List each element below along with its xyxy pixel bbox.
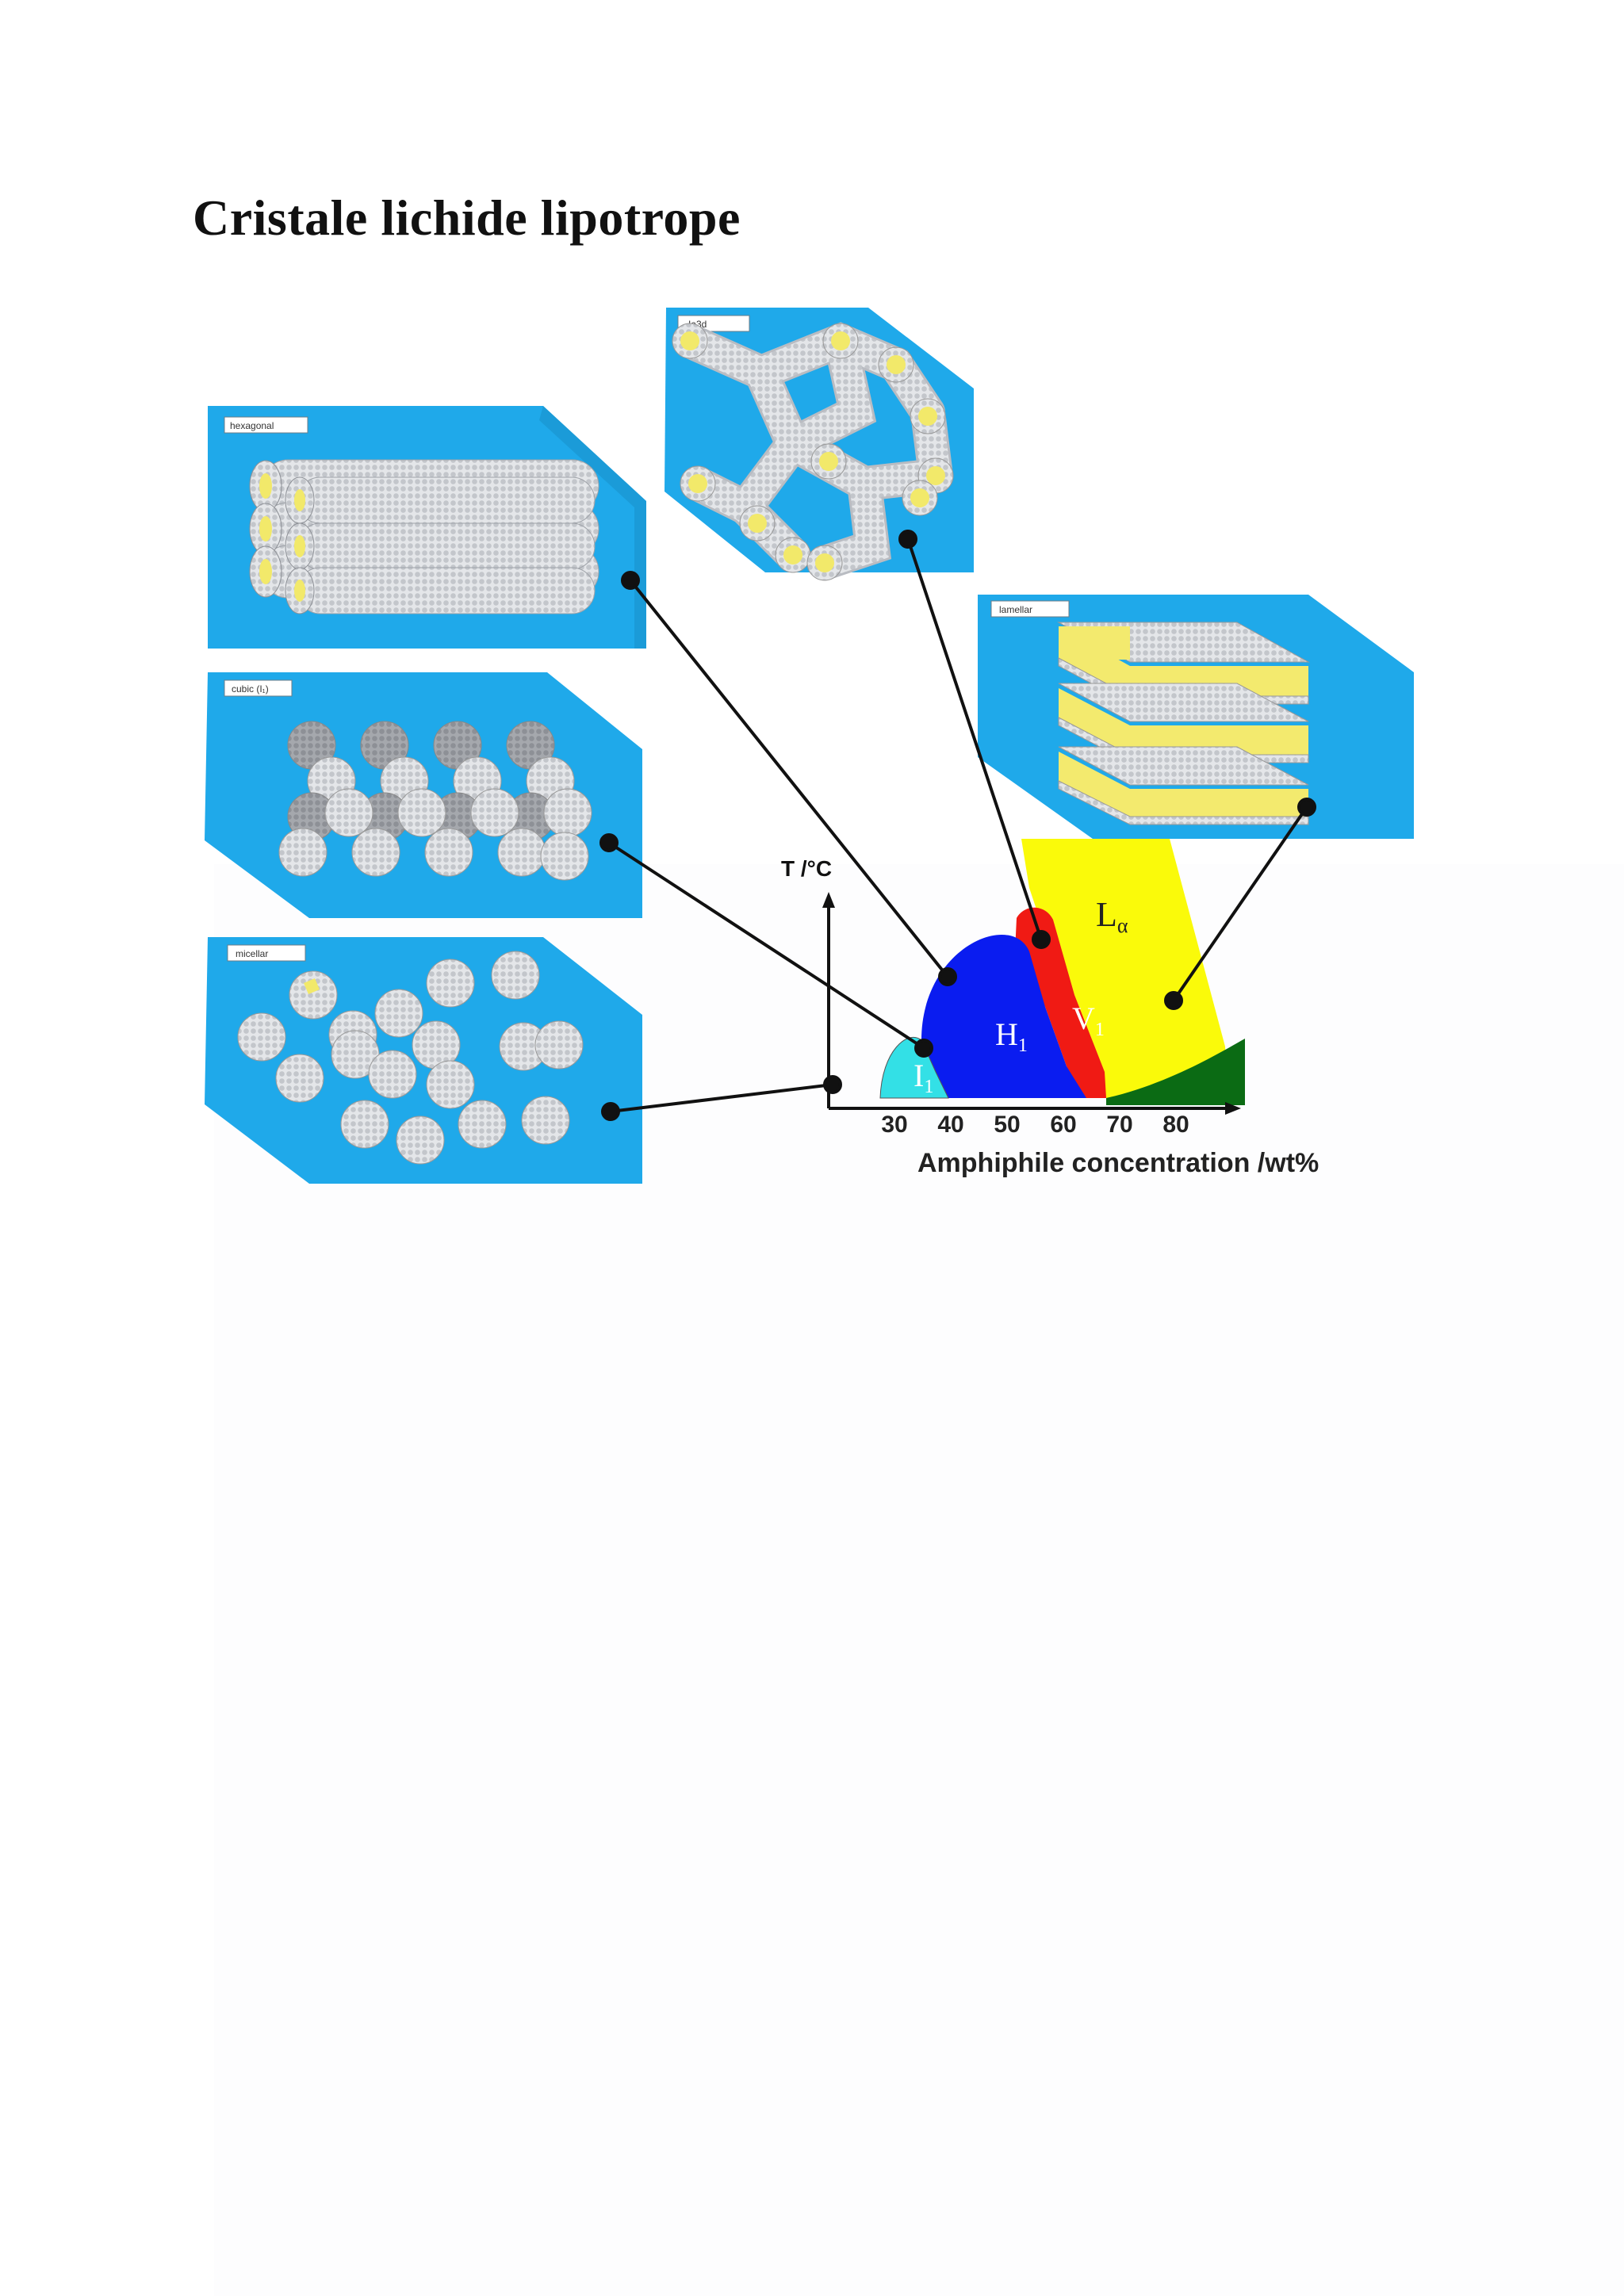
phase-region-la	[1021, 839, 1229, 1098]
gyroid-network	[672, 322, 953, 580]
lamellar-bilayer-stack	[1057, 622, 1310, 825]
y-axis-label: T /°C	[781, 856, 832, 881]
region-label-h1: H1	[995, 1016, 1028, 1056]
connector-micellar	[601, 1075, 842, 1121]
gyroid-channel-ends	[672, 323, 954, 581]
micelles	[237, 951, 584, 1165]
x-tick-70: 70	[1106, 1112, 1132, 1138]
connector-ia3d	[898, 530, 1051, 949]
cubic-label-text: cubic (I₁)	[232, 683, 269, 695]
phase-region-v1	[1015, 907, 1106, 1098]
x-tick-50: 50	[994, 1112, 1020, 1138]
hexagonal-label-text: hexagonal	[230, 420, 274, 431]
cubic-label: cubic (I₁)	[224, 679, 293, 697]
lamellar-label: lamellar	[990, 600, 1070, 618]
x-tick-80: 80	[1162, 1112, 1189, 1138]
connector-lamellar	[1164, 798, 1316, 1010]
hexagonal-rod-bundle	[249, 459, 599, 614]
phase-region-h1	[921, 934, 1086, 1098]
hexagonal-label: hexagonal	[224, 416, 308, 434]
x-axis-label: Amphiphile concentration /wt%	[917, 1148, 1319, 1178]
micellar-label-text: micellar	[236, 948, 268, 959]
phase-region-solid	[1106, 1039, 1245, 1105]
lamellar-panel: lamellar	[978, 595, 1414, 839]
ia3d-panel: Ia3d	[665, 308, 974, 581]
phase-diagram: T /°C Amphiphile concentration /wt% 30 40…	[781, 839, 1319, 1178]
hexagonal-panel: hexagonal	[208, 406, 646, 649]
x-tick-40: 40	[937, 1112, 963, 1138]
cubic-micelle-lattice	[278, 721, 592, 881]
y-axis: T /°C	[781, 856, 835, 1108]
region-label-v1: V1	[1072, 1001, 1105, 1040]
cubic-panel: cubic (I₁)	[205, 672, 642, 918]
connector-hexagonal	[621, 571, 957, 986]
x-tick-labels: 30 40 50 60 70 80	[881, 1112, 1189, 1138]
connector-lines	[599, 530, 1316, 1121]
ia3d-label: Ia3d	[677, 315, 750, 332]
lamellar-label-text: lamellar	[999, 604, 1032, 615]
x-tick-60: 60	[1050, 1112, 1076, 1138]
x-tick-30: 30	[881, 1112, 907, 1138]
x-axis: Amphiphile concentration /wt%	[829, 1102, 1319, 1178]
micellar-label: micellar	[227, 944, 306, 962]
connector-cubic	[599, 833, 933, 1058]
micellar-panel: micellar	[205, 937, 642, 1184]
page-title: Cristale lichide lipotrope	[193, 189, 741, 246]
